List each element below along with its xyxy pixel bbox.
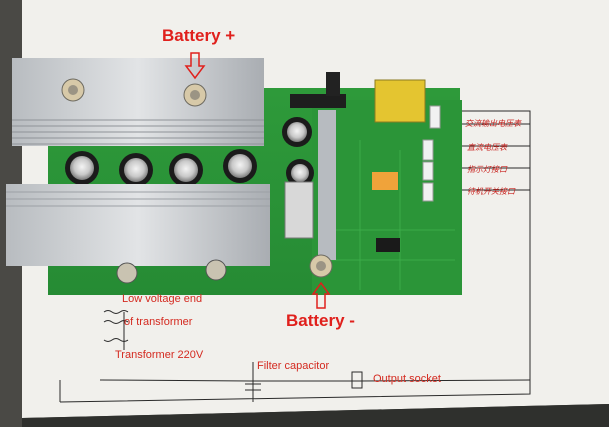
arrow-battery-positive-icon: [184, 52, 206, 80]
transformer-220v-label: Transformer 220V: [115, 349, 204, 361]
capacitor-row: [65, 117, 314, 187]
pin-header-top: [290, 94, 346, 108]
low-voltage-end-label-line1: Low voltage end: [122, 293, 203, 305]
lower-heatsink: [6, 184, 270, 266]
low-voltage-end-label-line2: of transformer: [124, 316, 193, 328]
transformer-terminal-right: [205, 259, 227, 281]
battery-positive-label: Battery +: [162, 26, 236, 45]
upper-heatsink: [12, 58, 264, 146]
battery-negative-label: Battery -: [286, 311, 355, 330]
paper-shadow: [22, 404, 609, 427]
small-transformer: [374, 79, 426, 123]
output-socket-label: Output socket: [373, 373, 441, 385]
connector-ac-voltmeter: [429, 105, 441, 129]
lower-heatsink-fins: [6, 191, 270, 207]
filter-capacitor-label: Filter capacitor: [257, 360, 330, 372]
relay: [372, 172, 398, 190]
mosfet-heatsink-strip: [318, 110, 336, 260]
ic-chip: [376, 238, 400, 252]
connector-dc-voltmeter: [422, 139, 434, 161]
header-connector: [284, 181, 314, 239]
inductor: [326, 72, 340, 96]
pcb-right-section: [312, 100, 462, 295]
connector-standby: [422, 182, 434, 202]
pcb-traces: [330, 140, 455, 290]
indicator-light-interface-label: 指示灯接口: [467, 165, 507, 174]
standby-switch-interface-label: 待机开关接口: [467, 187, 515, 196]
ac-output-voltmeter-label: 交流输出电压表: [465, 119, 521, 128]
dc-voltmeter-label: 直流电压表: [467, 143, 507, 152]
transformer-terminal-left: [116, 262, 138, 284]
connector-indicator: [422, 161, 434, 181]
arrow-battery-negative-icon: [311, 281, 331, 309]
upper-heatsink-fins: [12, 119, 264, 145]
